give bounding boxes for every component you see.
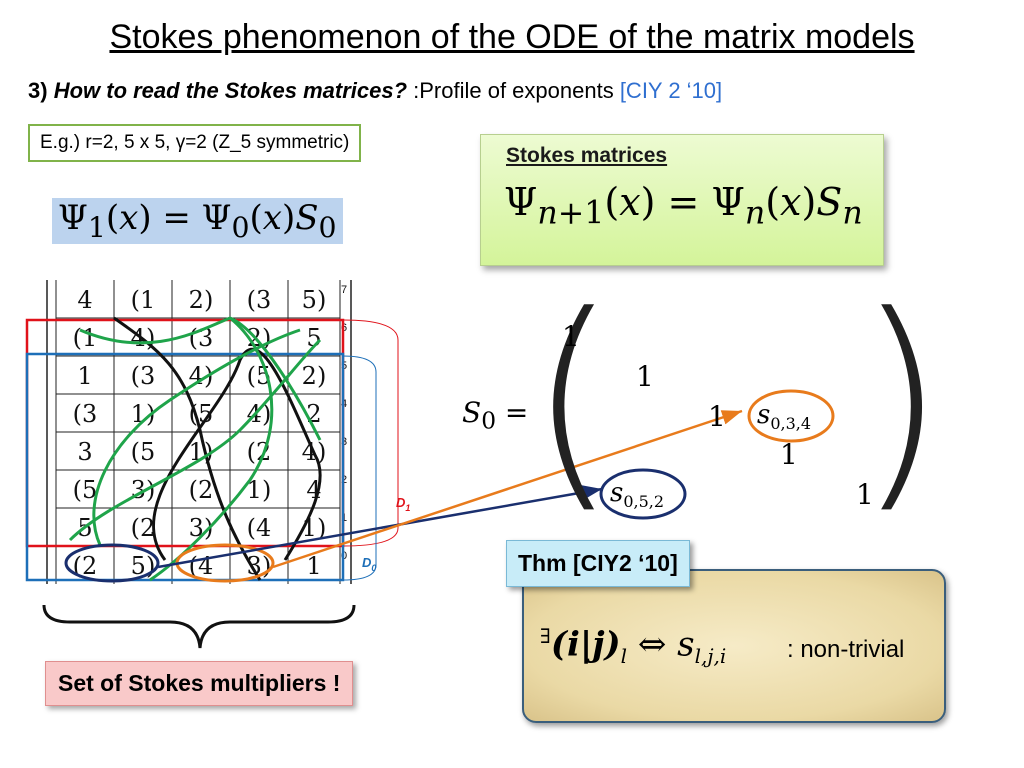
black-curve-b xyxy=(151,347,322,561)
table-cell: (2 xyxy=(189,476,214,504)
subtitle-number: 3) xyxy=(28,78,48,103)
stokes-eq-part: ( xyxy=(765,180,781,224)
stokes-eq-part: ( xyxy=(604,180,620,224)
stokes-matrices-box xyxy=(480,134,884,266)
s0-lhs: S0 = xyxy=(462,396,529,435)
subtitle-rest: :Profile of exponents xyxy=(407,78,620,103)
stokes-eq-part: ) = Ψ xyxy=(640,180,745,224)
theorem-label: Thm [CIY2 ‘10] xyxy=(506,540,690,587)
psi1-x: x xyxy=(262,198,282,238)
psi0-sub: 0 xyxy=(231,210,250,244)
theorem-parchment xyxy=(522,569,946,723)
stokes-multipliers-box: Set of Stokes multipliers ! xyxy=(45,661,354,706)
s034-ellipse xyxy=(747,389,835,443)
d0-bracket xyxy=(342,355,377,581)
table-cell: (5 xyxy=(73,476,98,504)
d0-label: D0 xyxy=(362,555,376,573)
slide-title: Stokes phenomenon of the ODE of the matr… xyxy=(109,18,915,56)
psi1-S-sub: 0 xyxy=(318,210,337,244)
matrix-entry-1: 1 xyxy=(562,320,580,353)
subtitle-question: How to read the Stokes matrices? xyxy=(53,78,408,103)
d1-label: D1 xyxy=(396,495,410,513)
subtitle-reference: [CIY 2 ‘10] xyxy=(619,78,723,103)
psi1-equation: Ψ1(x) = Ψ0(x)S0 xyxy=(52,198,343,244)
table-cell: (5 xyxy=(131,438,156,466)
green-curve-b xyxy=(92,328,301,546)
table-cell: (1 xyxy=(131,286,156,314)
psi1-sub: 1 xyxy=(87,210,106,244)
stokes-eq-part: +1 xyxy=(557,195,605,232)
table-cell: (3 xyxy=(73,400,98,428)
s034-entry: s0,3,4 xyxy=(757,400,812,434)
navy-ellipse xyxy=(64,543,160,583)
example-box: E.g.) r=2, 5 x 5, γ=2 (Z_5 symmetric) xyxy=(28,124,362,162)
matrix-entry-3: 1 xyxy=(708,400,726,433)
table-cell: (2 xyxy=(131,514,156,542)
psi1-part: ) = Ψ xyxy=(138,198,232,238)
stokes-eq-part: Ψ xyxy=(504,180,538,224)
stokes-eq-n: n xyxy=(537,195,558,232)
table-cell: (3 xyxy=(247,286,272,314)
navy-arrow xyxy=(157,485,603,569)
row-number: 7 xyxy=(341,284,347,296)
matrix-right-bracket: ) xyxy=(856,267,946,534)
stokes-eq-x: x xyxy=(780,180,802,224)
table-cell: 2) xyxy=(302,362,327,390)
theorem-text: : non-trivial xyxy=(787,636,905,663)
psi1-part: ) xyxy=(281,198,296,238)
table-cell: (3 xyxy=(131,362,156,390)
matrix-entry-2: 1 xyxy=(636,360,654,393)
matrix-entry-5: 1 xyxy=(856,478,874,511)
stokes-eq-x: x xyxy=(619,180,641,224)
table-cell: 4) xyxy=(247,400,272,428)
psi1-symbol: Ψ xyxy=(58,198,88,238)
table-cell: 5) xyxy=(302,286,327,314)
table-cell: (1 xyxy=(73,324,98,352)
stokes-equation: Ψn+1(x) = Ψn(x)Sn xyxy=(504,180,863,232)
theorem-math: ∃(i|j)l ⇔ sl,j,i xyxy=(540,624,727,669)
table-cell: 2 xyxy=(306,400,321,428)
table-cell: 2) xyxy=(189,286,214,314)
psi1-part: ( xyxy=(249,198,263,238)
stokes-matrices-label: Stokes matrices xyxy=(506,144,668,167)
table-cell: 1) xyxy=(189,438,214,466)
psi1-part: ( xyxy=(105,198,120,238)
table-cell: 5 xyxy=(306,324,321,352)
stokes-eq-S: S xyxy=(816,180,843,224)
s052-ellipse xyxy=(599,468,687,520)
table-cell: 1 xyxy=(306,552,321,580)
table-cell: (4 xyxy=(247,514,272,542)
stokes-eq-S-sub: n xyxy=(842,195,863,232)
matrix-entry-4: 1 xyxy=(780,438,798,471)
psi1-S: S xyxy=(295,198,319,238)
table-cell: 4 xyxy=(77,286,92,314)
d1-bracket xyxy=(342,319,399,547)
psi1-x: x xyxy=(119,198,139,238)
stokes-eq-part: ) xyxy=(801,180,817,224)
matrix-left-bracket: ( xyxy=(528,267,618,534)
underbrace xyxy=(42,604,356,649)
slide-subtitle: 3) How to read the Stokes matrices? :Pro… xyxy=(28,78,722,104)
stokes-eq-n: n xyxy=(744,195,766,232)
orange-arrow xyxy=(272,409,743,569)
d0-box xyxy=(25,352,345,582)
table-cell: 3 xyxy=(77,438,92,466)
green-curve-d xyxy=(68,338,322,542)
s052-entry: s0,5,2 xyxy=(610,478,665,512)
table-cell: 1 xyxy=(77,362,92,390)
